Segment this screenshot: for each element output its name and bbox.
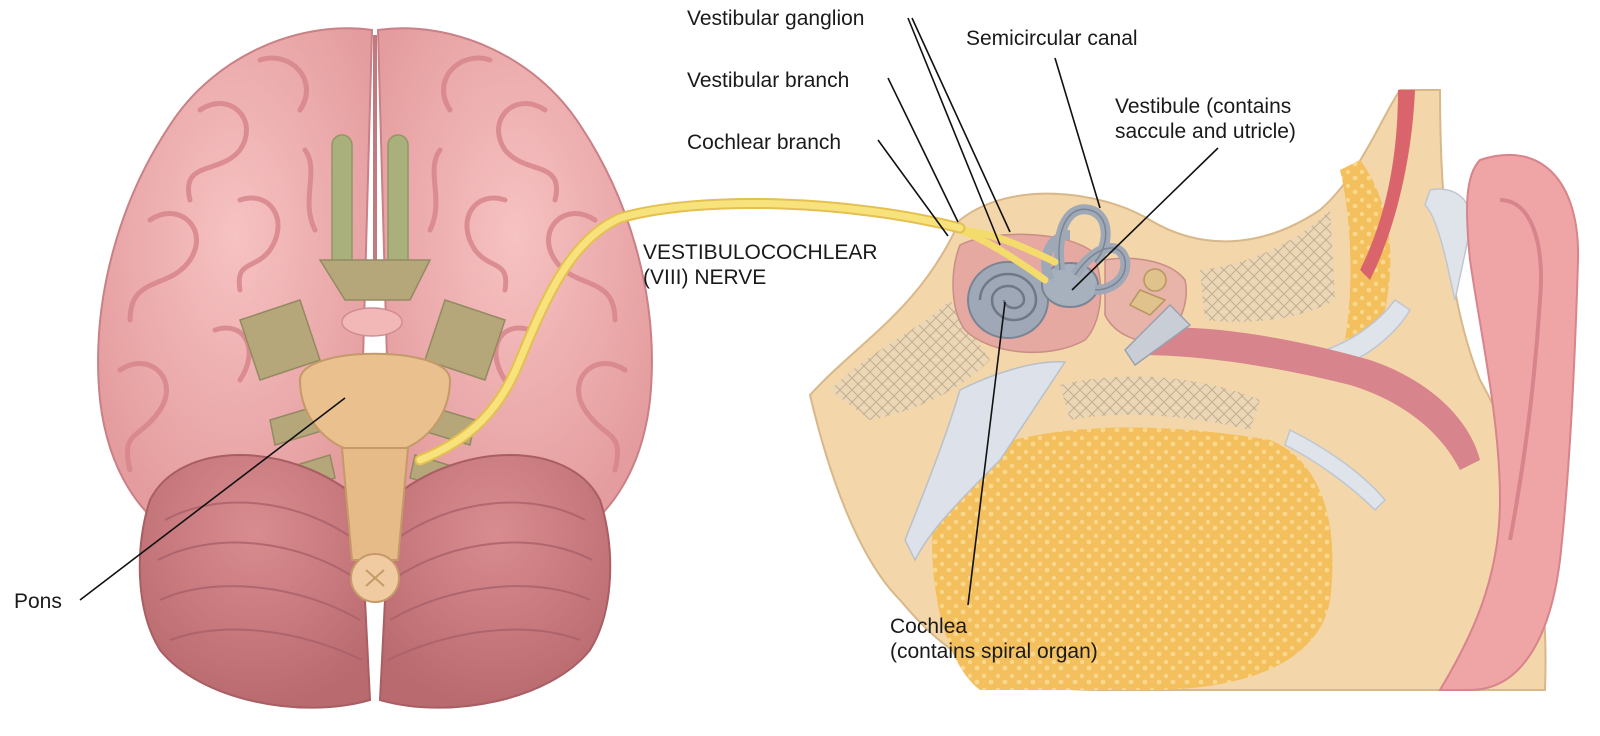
medulla bbox=[340, 447, 410, 561]
label-semicircular-canal: Semicircular canal bbox=[966, 26, 1138, 51]
label-semicircular-canal-text: Semicircular canal bbox=[966, 27, 1138, 50]
spongy-bone-top bbox=[1200, 210, 1335, 322]
label-cochlear-branch: Cochlear branch bbox=[687, 130, 841, 155]
label-vestibular-branch: Vestibular branch bbox=[687, 68, 849, 93]
leader-vestibular-branch bbox=[887, 77, 959, 223]
brain bbox=[97, 27, 653, 709]
label-pons: Pons bbox=[14, 589, 62, 614]
leader-semicircular-canal bbox=[1054, 57, 1101, 209]
spongy-bone-mid bbox=[1060, 376, 1260, 430]
label-vestibule-line2: saccule and utricle) bbox=[1115, 120, 1296, 143]
auricle-fold bbox=[1499, 198, 1543, 541]
label-vestibular-ganglion: Vestibular ganglion bbox=[687, 6, 864, 31]
tympanic-membrane bbox=[1124, 303, 1192, 367]
cartilage bbox=[1284, 188, 1472, 512]
cochlea bbox=[967, 261, 1049, 339]
leader-vestibule bbox=[1071, 147, 1219, 291]
label-cochlea-line2: (contains spiral organ) bbox=[890, 640, 1098, 663]
label-vestibule-line1: Vestibule (contains bbox=[1115, 95, 1292, 118]
olfactory-tracts bbox=[331, 134, 409, 276]
label-vestibulocochlear-nerve: VESTIBULOCOCHLEAR (VIII) NERVE bbox=[643, 240, 878, 290]
leader-pons bbox=[79, 397, 346, 601]
leader-cochlear-branch bbox=[877, 139, 949, 237]
auricle bbox=[1438, 154, 1580, 691]
label-nerve-line1: VESTIBULOCOCHLEAR bbox=[643, 241, 878, 264]
label-cochlea: Cochlea (contains spiral organ) bbox=[890, 614, 1098, 664]
leader-cochlea bbox=[967, 301, 1006, 606]
pituitary bbox=[341, 307, 403, 337]
optic-chiasm bbox=[318, 259, 432, 301]
leader-vestibular-ganglion-2 bbox=[911, 17, 1011, 233]
label-cochlea-line1: Cochlea bbox=[890, 615, 968, 638]
label-pons-text: Pons bbox=[14, 590, 62, 613]
spongy-bone-left bbox=[830, 300, 990, 420]
nerve-branches bbox=[956, 226, 1059, 284]
ear-region bbox=[808, 89, 1580, 691]
label-nerve-line2: (VIII) NERVE bbox=[643, 266, 767, 289]
bone-marrow-right bbox=[1340, 160, 1391, 340]
blood-vessel bbox=[1360, 90, 1415, 280]
label-vestibular-branch-text: Vestibular branch bbox=[687, 69, 850, 92]
label-vestibular-ganglion-text: Vestibular ganglion bbox=[687, 7, 865, 30]
label-cochlear-branch-text: Cochlear branch bbox=[687, 131, 842, 154]
ossicles bbox=[1128, 268, 1167, 316]
label-vestibule: Vestibule (contains saccule and utricle) bbox=[1115, 94, 1296, 144]
gyri bbox=[117, 55, 628, 473]
leader-lines bbox=[79, 17, 1219, 606]
leader-vestibular-ganglion-1 bbox=[907, 17, 1001, 246]
bone-marrow bbox=[932, 427, 1333, 690]
cerebellum bbox=[138, 454, 612, 709]
pons bbox=[298, 352, 452, 451]
